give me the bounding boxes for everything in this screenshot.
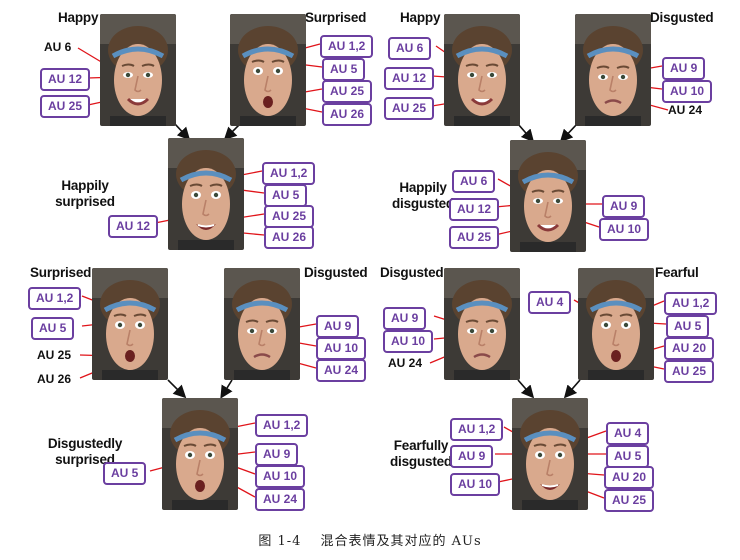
face-photo-disgusted: [444, 268, 520, 380]
au-badge: AU 1,2: [28, 287, 82, 310]
au-badge: AU 5: [606, 445, 650, 468]
face-photo-surprised: [92, 268, 168, 380]
au-badge: AU 5: [103, 462, 147, 485]
au-badge: AU 10: [450, 473, 501, 496]
au-badge: AU 12: [384, 67, 435, 90]
face-photo-happy: [100, 14, 176, 126]
au-badge: AU 9: [602, 195, 646, 218]
label-surprised: Surprised: [30, 265, 92, 280]
au-text: AU 26: [37, 372, 72, 386]
au-badge: AU 12: [449, 198, 500, 221]
au-badge: AU 25: [664, 360, 715, 383]
au-badge: AU 6: [388, 37, 432, 60]
face-photo-disgusted: [224, 268, 300, 380]
face-photo-disgusted: [575, 14, 651, 126]
au-badge: AU 10: [599, 218, 650, 241]
au-badge: AU 5: [264, 184, 308, 207]
au-badge: AU 20: [604, 466, 655, 489]
au-badge: AU 10: [316, 337, 367, 360]
label-disgusted: Disgusted: [380, 265, 444, 280]
au-badge: AU 10: [255, 465, 306, 488]
au-badge: AU 25: [449, 226, 500, 249]
face-photo-happily-disgusted: [510, 140, 586, 252]
face-photo-disgustedly-surprised: [162, 398, 238, 510]
au-badge: AU 1,2: [450, 418, 504, 441]
au-badge: AU 12: [40, 68, 91, 91]
label-happy: Happy: [400, 10, 441, 25]
au-badge: AU 12: [108, 215, 159, 238]
label-surprised: Surprised: [305, 10, 367, 25]
au-badge: AU 26: [264, 226, 315, 249]
au-badge: AU 9: [662, 57, 706, 80]
label-fearful: Fearful: [655, 265, 699, 280]
au-badge: AU 5: [322, 58, 366, 81]
au-text: AU 24: [668, 103, 703, 117]
face-photo-happy: [444, 14, 520, 126]
au-badge: AU 26: [322, 103, 373, 126]
au-badge: AU 4: [606, 422, 650, 445]
arrow: [220, 379, 233, 399]
au-badge: AU 5: [31, 317, 75, 340]
au-badge: AU 24: [255, 488, 306, 511]
au-badge: AU 1,2: [664, 292, 718, 315]
au-badge: AU 25: [264, 205, 315, 228]
au-text: AU 25: [37, 348, 72, 362]
au-badge: AU 9: [316, 315, 360, 338]
au-badge: AU 20: [664, 337, 715, 360]
au-badge: AU 25: [40, 95, 91, 118]
au-badge: AU 1,2: [255, 414, 309, 437]
au-badge: AU 25: [604, 489, 655, 512]
au-badge: AU 10: [383, 330, 434, 353]
face-photo-fearful: [578, 268, 654, 380]
au-badge: AU 9: [383, 307, 427, 330]
face-photo-fearfully-disgusted: [512, 398, 588, 510]
au-text: AU 6: [44, 40, 72, 54]
au-badge: AU 25: [322, 80, 373, 103]
arrow: [174, 123, 191, 141]
label-disgusted: Disgusted: [650, 10, 714, 25]
arrow: [167, 379, 187, 399]
au-badge: AU 9: [255, 443, 299, 466]
au-badge: AU 10: [662, 80, 713, 103]
face-photo-surprised: [230, 14, 306, 126]
arrow: [223, 123, 241, 141]
arrow: [559, 123, 578, 143]
face-photo-happily-surprised: [168, 138, 244, 250]
au-badge: AU 6: [452, 170, 496, 193]
arrow: [563, 379, 581, 399]
arrow: [517, 379, 535, 399]
au-badge: AU 24: [316, 359, 367, 382]
au-badge: AU 25: [384, 97, 435, 120]
au-badge: AU 9: [450, 445, 494, 468]
au-badge: AU 4: [528, 291, 572, 314]
label-disgusted: Disgusted: [304, 265, 368, 280]
au-text: AU 24: [388, 356, 423, 370]
figure-caption: 图 1-4 混合表情及其对应的 AUs: [258, 534, 482, 549]
label-happy: Happy: [58, 10, 99, 25]
au-badge: AU 1,2: [320, 35, 374, 58]
au-badge: AU 5: [666, 315, 710, 338]
au-badge: AU 1,2: [262, 162, 316, 185]
arrow: [517, 123, 535, 143]
